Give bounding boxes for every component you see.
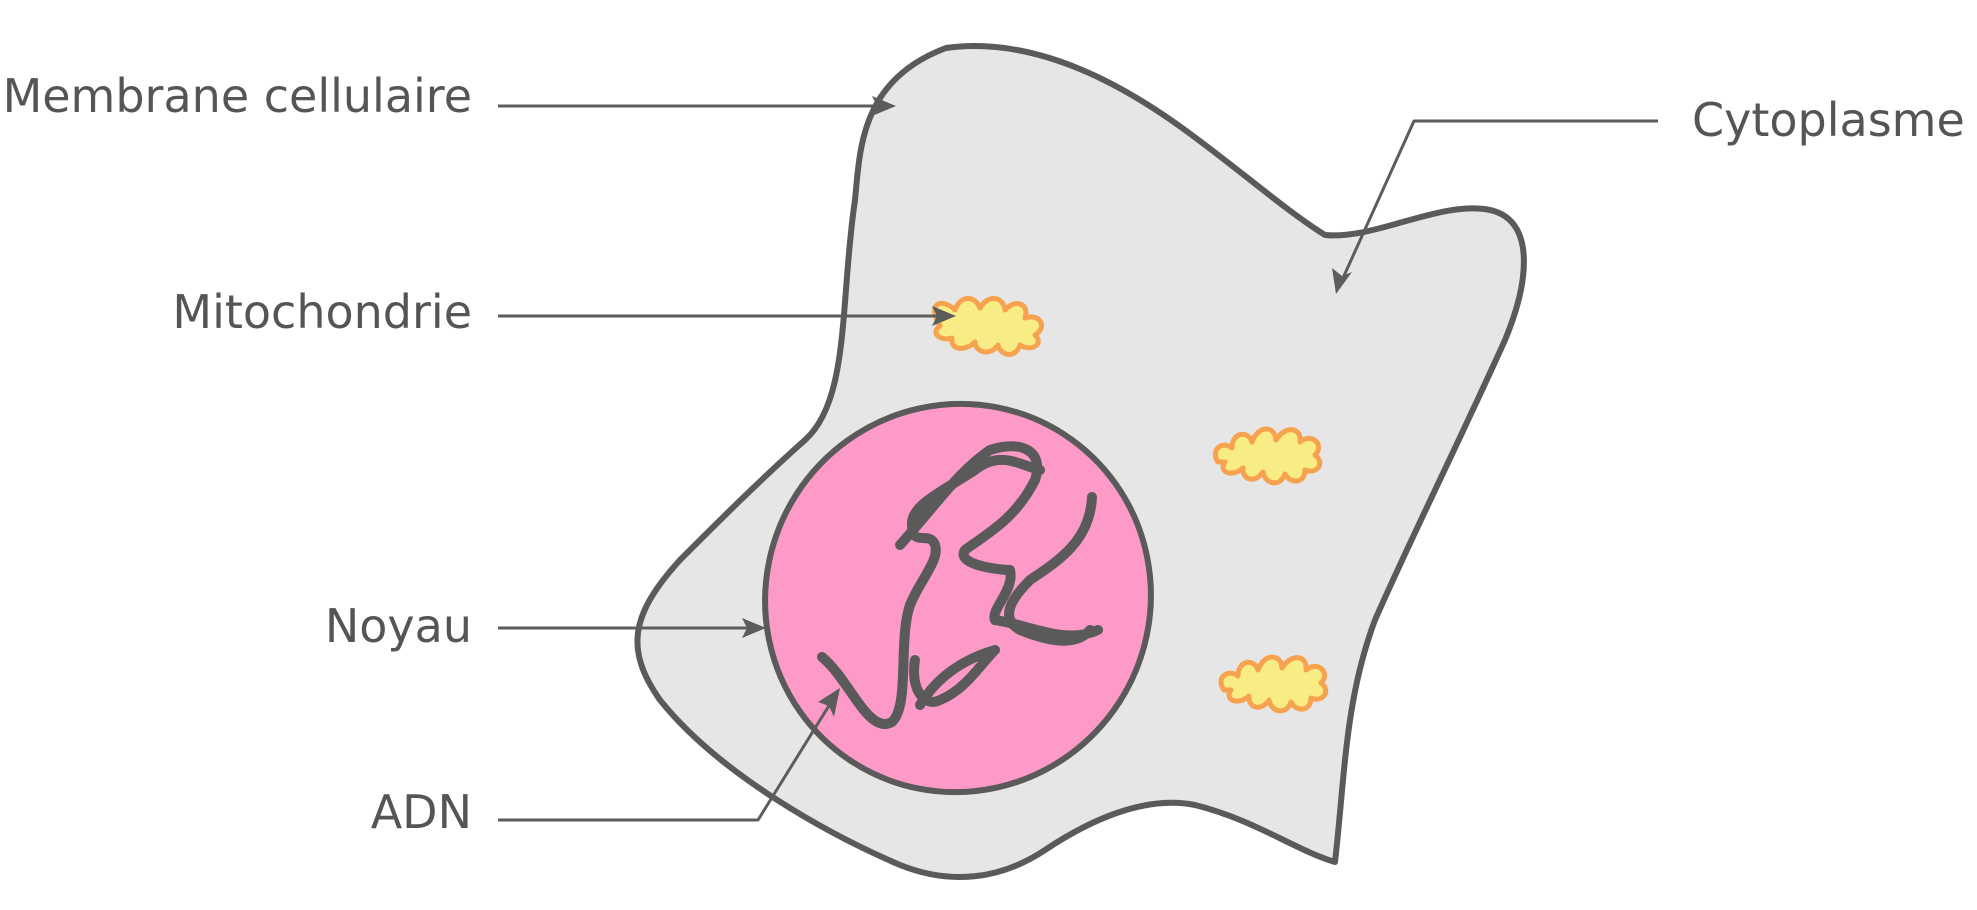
dna-strands bbox=[817, 441, 1103, 729]
leader-nucleus bbox=[498, 618, 766, 638]
label-membrane: Membrane cellulaire bbox=[3, 69, 472, 123]
leader-dna bbox=[498, 688, 840, 822]
leader-membrane bbox=[498, 96, 896, 116]
label-nucleus: Noyau bbox=[325, 599, 472, 653]
mitochondrion-middle bbox=[1212, 426, 1323, 486]
leader-mitochondria bbox=[498, 306, 956, 326]
label-mitochondria: Mitochondrie bbox=[172, 285, 472, 339]
nucleus bbox=[762, 400, 1154, 796]
mitochondria-group bbox=[932, 296, 1329, 714]
leader-cytoplasm bbox=[1332, 119, 1658, 294]
label-dna: ADN bbox=[371, 785, 472, 839]
mitochondrion-top bbox=[932, 296, 1044, 357]
label-cytoplasm: Cytoplasme bbox=[1692, 93, 1965, 147]
mitochondrion-bottom bbox=[1218, 654, 1329, 714]
